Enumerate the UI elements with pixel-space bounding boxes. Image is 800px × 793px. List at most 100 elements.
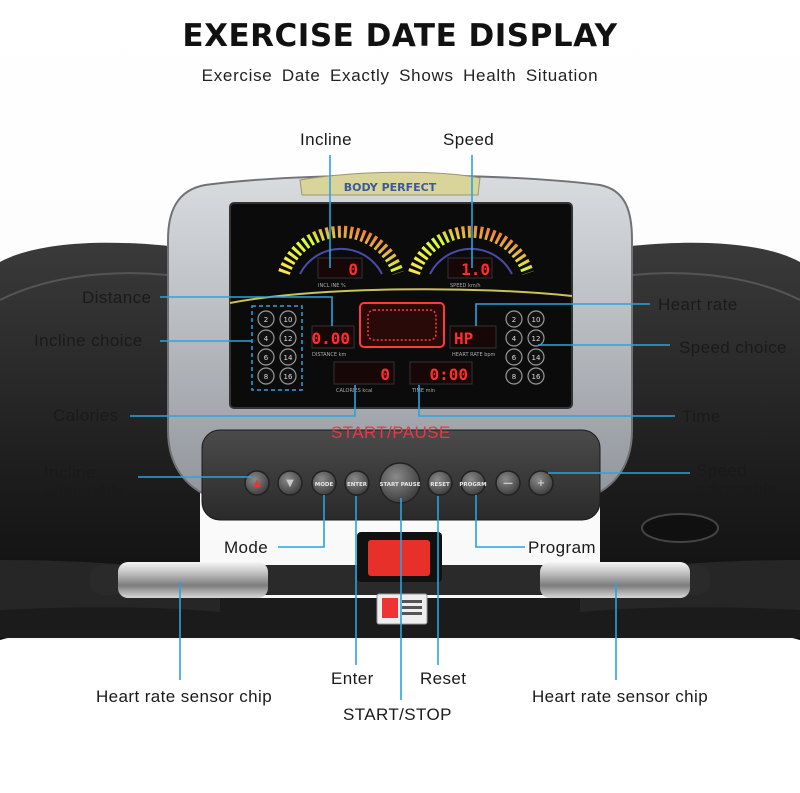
incline-readout: 0 [348, 260, 358, 279]
start-pause-button[interactable] [379, 462, 421, 504]
callout-line [475, 495, 525, 548]
incline-choice-key-4[interactable] [257, 329, 275, 347]
callout-line [130, 385, 356, 417]
incline-choice-key-label: 4 [264, 335, 269, 343]
speed-choice-key-label: 14 [532, 354, 541, 362]
speed-arc [408, 225, 534, 276]
label-enter: Enter [331, 669, 374, 688]
svg-text:HEART RATE bpm: HEART RATE bpm [452, 352, 496, 358]
speed-choice-key-2[interactable] [505, 310, 523, 328]
heart-rate-readout: HP [454, 329, 473, 348]
label-calories: Calories [53, 406, 119, 425]
label-program: Program [528, 538, 596, 557]
speed-choice-key-6[interactable] [505, 348, 523, 366]
label-hr-sensor-left: Heart rate sensor chip [96, 687, 273, 706]
reset-icon: RESET [430, 482, 450, 488]
mode-icon: MODE [315, 482, 334, 488]
page-title: EXERCISE DATE DISPLAY [182, 18, 618, 54]
label-incline: Incline [300, 130, 352, 149]
calories-readout: 0 [380, 365, 390, 384]
brand-logo: BODY PERFECT [344, 181, 437, 194]
speed-choice-keys: 2 10 4 12 6 14 8 16 [505, 310, 545, 385]
label-speed-choice: Speed choice [679, 338, 787, 357]
label-time: Time [682, 407, 721, 426]
hr-sensor-right [540, 562, 690, 598]
label-distance: Distance [82, 288, 152, 307]
reset-button[interactable] [427, 470, 453, 496]
speed-up-button[interactable] [528, 470, 554, 496]
program-icon: PROGRM [459, 482, 486, 488]
speed-readout: 1.0 [461, 260, 490, 279]
label-incline-adjustable-line1: Incline [44, 463, 96, 482]
incline-choice-key-10[interactable] [279, 310, 297, 328]
incline-up-icon: ▲ [253, 478, 261, 489]
svg-text:INCL INE %: INCL INE % [318, 283, 346, 289]
incline-choice-key-label: 16 [284, 373, 293, 381]
speed-choice-key-label: 2 [512, 316, 516, 324]
label-reset: Reset [420, 669, 467, 688]
label-start-pause: START/PAUSE [331, 423, 451, 442]
distance-readout: 0.00 [311, 329, 350, 348]
incline-choice-key-label: 14 [284, 354, 293, 362]
speed-choice-key-12[interactable] [527, 329, 545, 347]
incline-choice-key-2[interactable] [257, 310, 275, 328]
speed-up-icon: + [537, 478, 545, 489]
svg-text:DISTANCE km: DISTANCE km [312, 352, 346, 358]
start-pause-icon: START PAUSE [380, 482, 421, 488]
speed-choice-key-label: 12 [532, 335, 541, 343]
callout-line [418, 385, 675, 417]
label-incline-adjustable-line2: adjustable [44, 482, 126, 501]
incline-choice-key-16[interactable] [279, 367, 297, 385]
treadmill-frame [0, 242, 200, 641]
speed-choice-key-label: 6 [512, 354, 517, 362]
incline-choice-key-label: 12 [284, 335, 293, 343]
time-readout: 0:00 [429, 365, 468, 384]
callout-line [160, 296, 333, 326]
speed-choice-key-14[interactable] [527, 348, 545, 366]
speed-choice-key-8[interactable] [505, 367, 523, 385]
speed-choice-key-16[interactable] [527, 367, 545, 385]
svg-text:SPEED km/h: SPEED km/h [450, 283, 481, 289]
speed-choice-key-label: 10 [532, 316, 541, 324]
incline-choice-key-label: 6 [264, 354, 269, 362]
incline-choice-keys: 2 10 4 12 6 14 8 16 [257, 310, 297, 385]
speed-choice-key-10[interactable] [527, 310, 545, 328]
speed-choice-key-label: 4 [512, 335, 517, 343]
label-heart-rate: Heart rate [658, 295, 738, 314]
callout-line [278, 495, 325, 548]
callout-lines [130, 155, 690, 700]
svg-text:TIME min: TIME min [411, 388, 435, 394]
callout-line [475, 303, 650, 326]
incline-choice-key-8[interactable] [257, 367, 275, 385]
incline-arc [278, 225, 404, 276]
speed-down-icon: — [503, 478, 513, 489]
incline-choice-box [251, 305, 303, 391]
label-speed-adjustable-line2: adjustable [696, 480, 778, 499]
speed-choice-key-label: 8 [512, 373, 516, 381]
speed-down-button[interactable] [495, 470, 521, 496]
enter-icon: ENTER [347, 482, 368, 488]
safety-key [368, 540, 430, 576]
incline-choice-key-label: 8 [264, 373, 268, 381]
speed-choice-key-label: 16 [532, 373, 541, 381]
label-incline-choice: Incline choice [34, 331, 143, 350]
incline-choice-key-12[interactable] [279, 329, 297, 347]
label-speed: Speed [443, 130, 495, 149]
incline-choice-key-label: 10 [284, 316, 293, 324]
incline-choice-key-14[interactable] [279, 348, 297, 366]
dot-matrix-display [359, 302, 445, 348]
incline-down-button[interactable] [277, 470, 303, 496]
label-speed-adjustable-line1: Speed [696, 461, 748, 480]
page-subtitle: Exercise Date Exactly Shows Health Situa… [201, 66, 599, 85]
incline-choice-key-label: 2 [264, 316, 268, 324]
incline-choice-key-6[interactable] [257, 348, 275, 366]
label-start-stop: START/STOP [343, 705, 452, 724]
program-button[interactable] [460, 470, 486, 496]
enter-button[interactable] [344, 470, 370, 496]
speed-choice-key-4[interactable] [505, 329, 523, 347]
hr-sensor-left [118, 562, 268, 598]
label-mode: Mode [224, 538, 269, 557]
